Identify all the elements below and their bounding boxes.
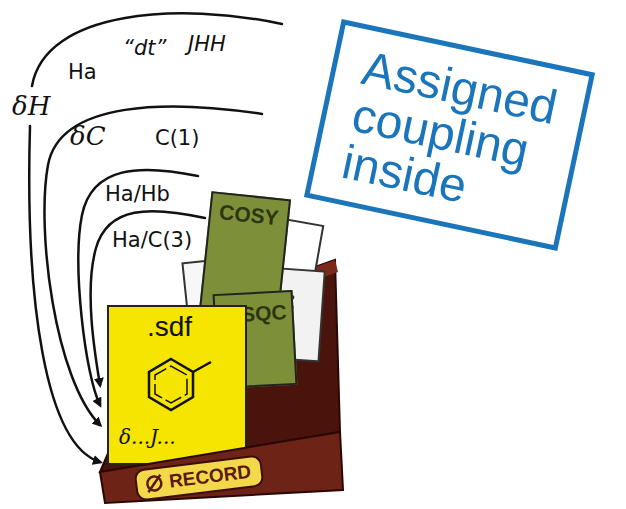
record-title: RECORD	[168, 461, 252, 493]
leader-arc	[32, 13, 282, 86]
card-title: SQC	[241, 300, 288, 326]
nmr-parameter-label: δC	[70, 122, 106, 152]
nmr-parameter-label: Ha	[68, 60, 97, 84]
sdf-file-card: .sdf δ...J...	[107, 305, 247, 465]
nmr-parameter-label: Ha/Hb	[105, 182, 170, 206]
nmr-parameter-label: C(1)	[155, 126, 199, 150]
card-title: COSY	[218, 200, 280, 230]
data-symbols: δ...J...	[119, 425, 176, 449]
record-logo	[142, 471, 167, 496]
nmr-parameter-label: “dt”	[123, 36, 166, 60]
nmr-parameter-label: Ha/C(3)	[112, 228, 192, 252]
callout-text: Assigned coupling inside	[338, 44, 561, 226]
callout-box: Assigned coupling inside	[304, 19, 596, 251]
nmr-parameter-label: δH	[12, 92, 50, 122]
file-extension: .sdf	[147, 311, 192, 343]
record-tray: RECORD COSY SQC .sdf δ...J...	[95, 200, 345, 505]
nmr-parameter-label: JHH	[188, 32, 226, 56]
